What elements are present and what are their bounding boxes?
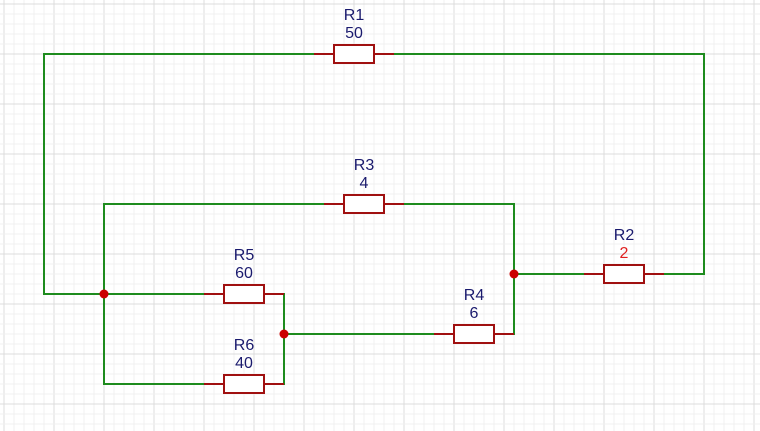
resistor-r1-value-label: 50 (345, 25, 363, 42)
resistor-r2-value-label: 2 (620, 245, 629, 262)
wires (43, 53, 705, 385)
resistor-r5-body[interactable] (223, 284, 265, 304)
resistors (204, 44, 664, 394)
resistor-r4-ref-label: R4 (464, 287, 485, 304)
resistor-r5-ref-label: R5 (234, 247, 255, 264)
junction-dot (279, 329, 289, 339)
resistor-r3-ref-label: R3 (354, 157, 375, 174)
resistor-r3-body[interactable] (343, 194, 385, 214)
resistor-r5-value-label: 60 (235, 265, 253, 282)
resistor-r3-value-label: 4 (360, 175, 369, 192)
wire (394, 53, 705, 275)
junctions (99, 269, 519, 339)
resistor-r4-value-label: 6 (470, 305, 479, 322)
resistor-r6-body[interactable] (223, 374, 265, 394)
resistor-r1-ref-label: R1 (344, 7, 365, 24)
junction-dot (99, 289, 109, 299)
resistor-r4-body[interactable] (453, 324, 495, 344)
junction-dot (509, 269, 519, 279)
resistor-r2-body[interactable] (603, 264, 645, 284)
wire (43, 53, 314, 295)
resistor-r2-ref-label: R2 (614, 227, 635, 244)
resistor-r6-ref-label: R6 (234, 337, 255, 354)
resistor-r6-value-label: 40 (235, 355, 253, 372)
resistor-r1-body[interactable] (333, 44, 375, 64)
